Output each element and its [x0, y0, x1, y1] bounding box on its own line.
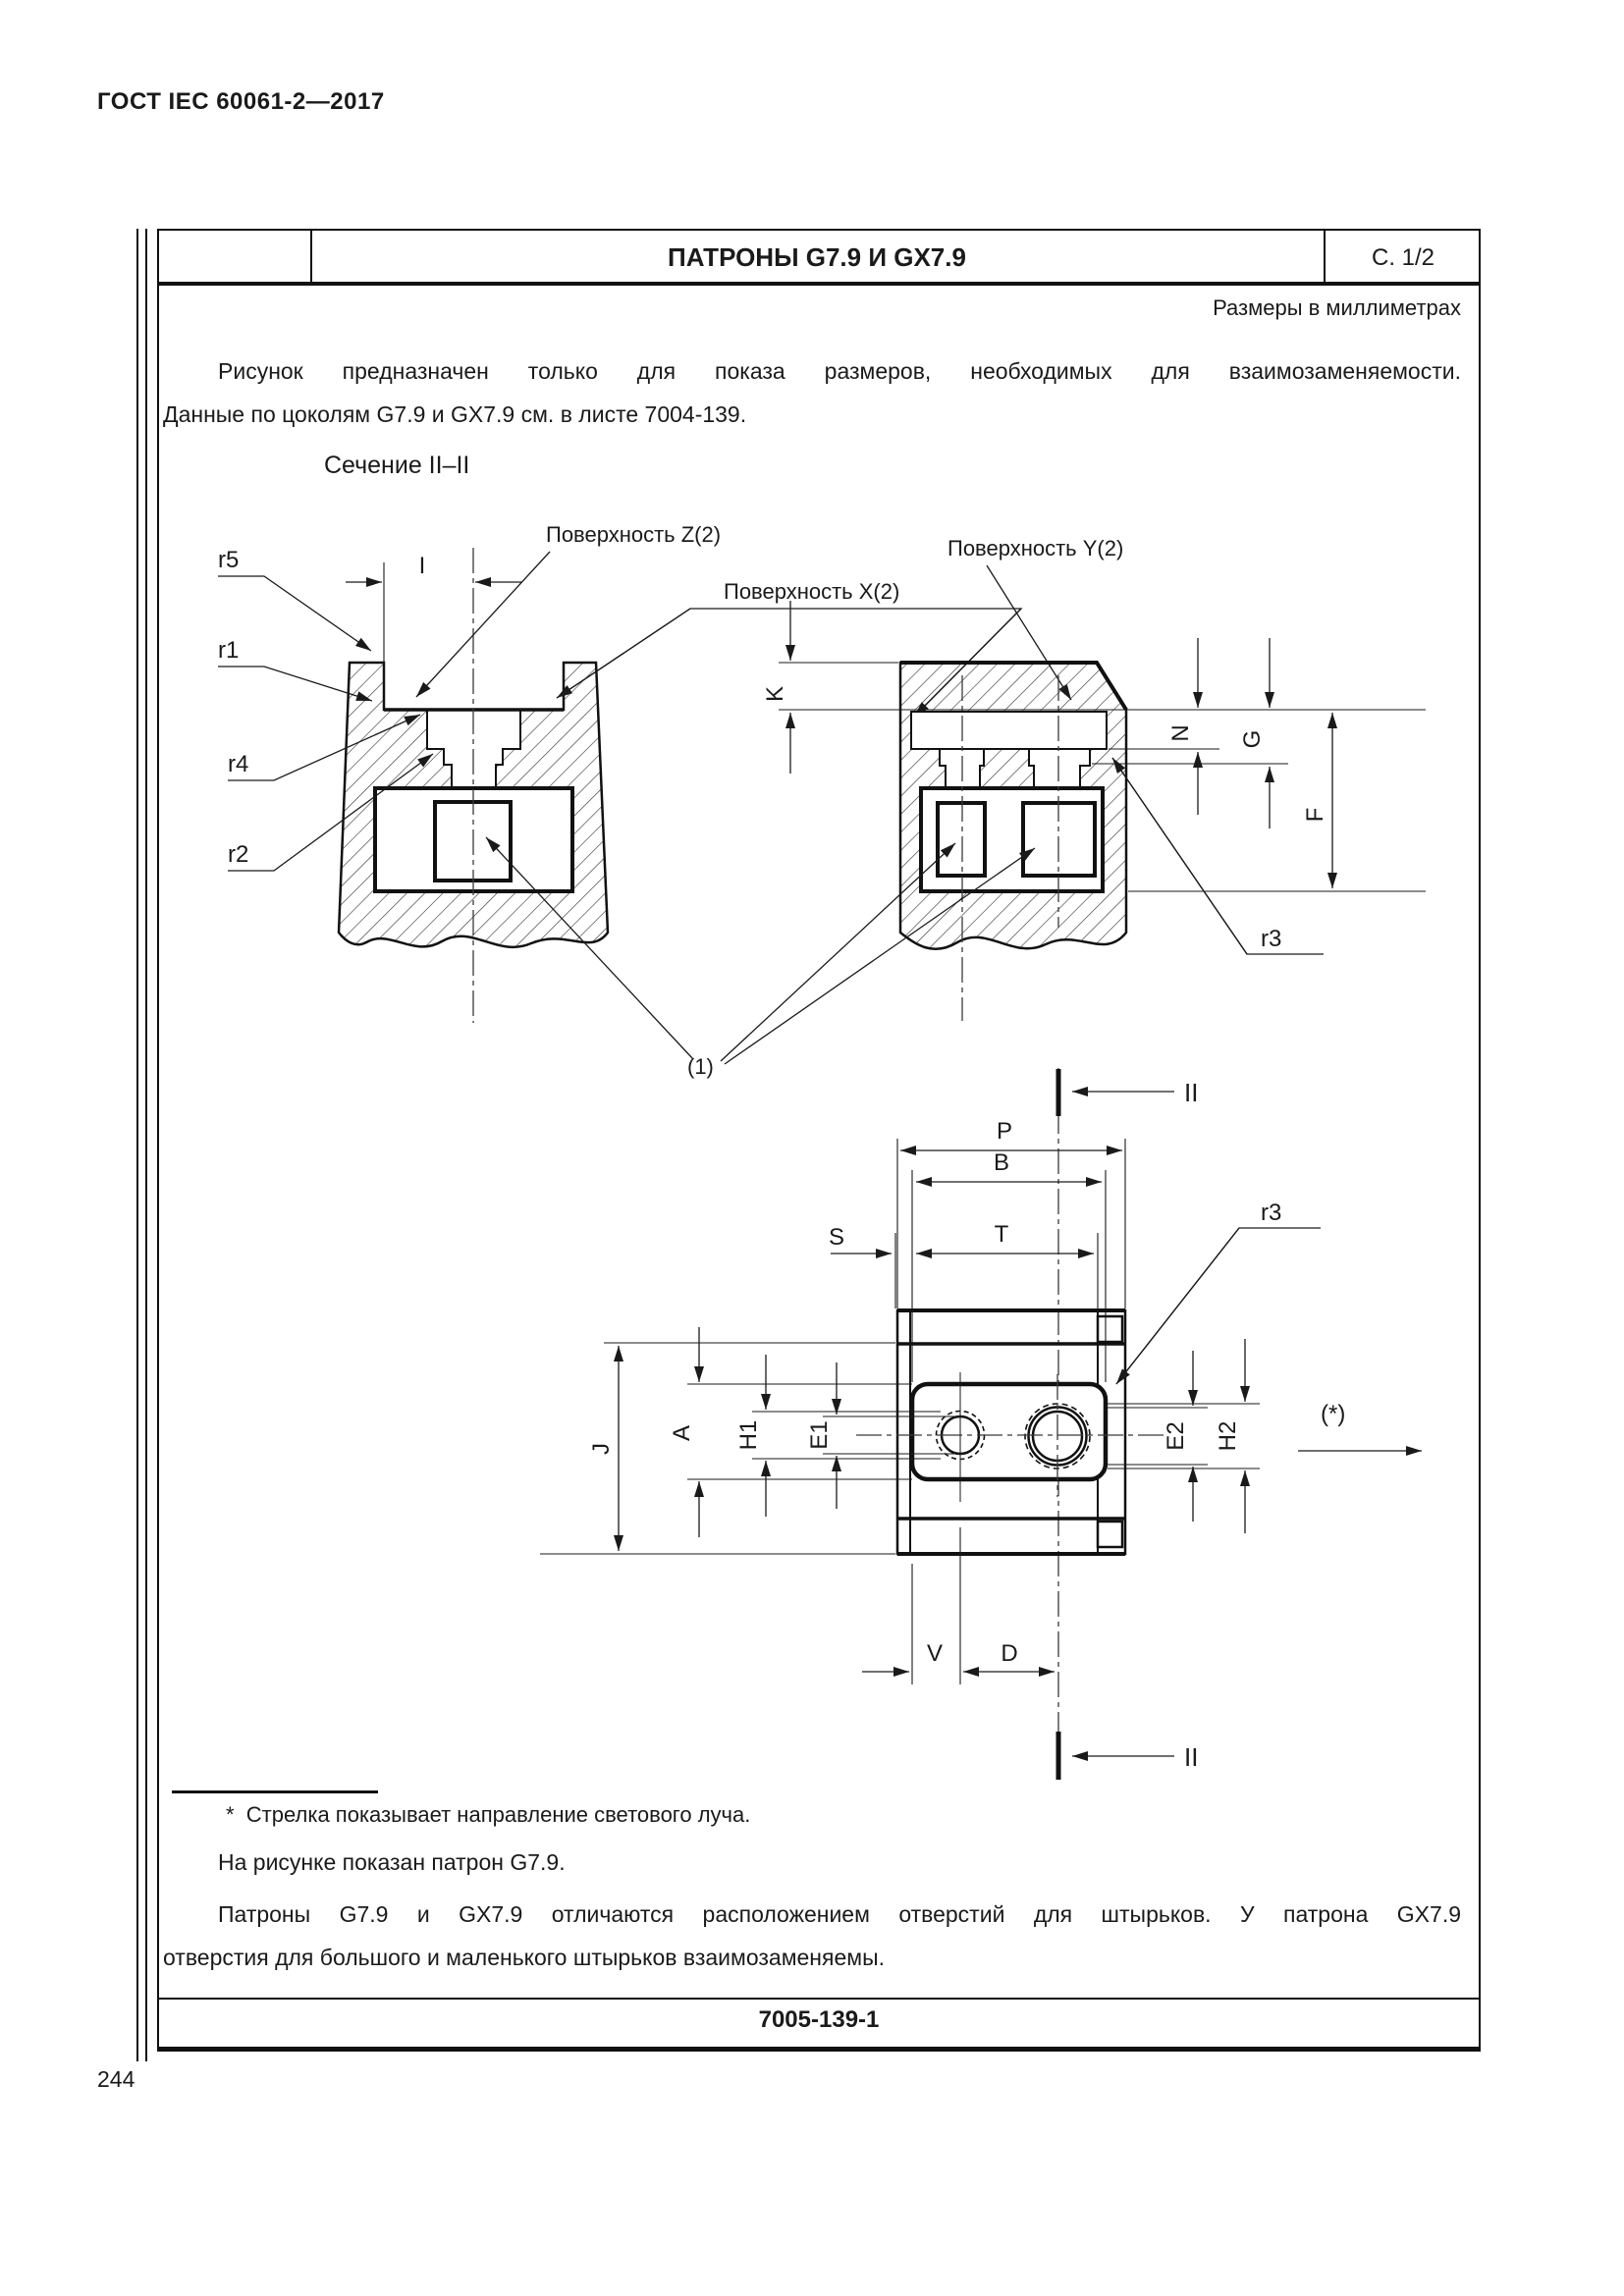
left-section-view [337, 548, 610, 1023]
dim-label-V: V [927, 1640, 943, 1667]
callout-contact-holes: (1) [485, 836, 1036, 1079]
dimension-H2: H2 [1108, 1339, 1260, 1533]
technical-drawing: I r5 r1 r4 r2 Поверхность Z(2) Поверхнос… [218, 522, 1426, 1781]
sheet-page-ref: С. 1/2 [1371, 244, 1435, 271]
document-header: ГОСТ IEC 60061-2—2017 [97, 88, 385, 115]
right-contact-hole-small [936, 801, 987, 878]
surface-label-z: Поверхность Z(2) [415, 522, 721, 698]
cut-label-bottom: II [1184, 1742, 1198, 1772]
dimension-E1: E1 [806, 1362, 964, 1509]
dimension-I: I [346, 553, 522, 684]
dimension-J: J [540, 1342, 895, 1555]
plan-view [856, 1139, 1164, 1556]
header-divider-right [1324, 229, 1326, 286]
dim-label-T: T [995, 1221, 1009, 1248]
units-note: Размеры в миллиметрах [1213, 295, 1461, 320]
svg-text:r3: r3 [1261, 926, 1281, 952]
section-cut-marker-top: II [1056, 1069, 1198, 1116]
svg-text:Поверхность Z(2): Поверхность Z(2) [546, 522, 721, 547]
plan-tab-top [1096, 1314, 1124, 1344]
svg-text:r2: r2 [228, 841, 248, 868]
dimension-S: S [829, 1224, 892, 1258]
intro-line-1: Рисунок предназначен только для показа р… [218, 358, 1461, 384]
dim-label-K: K [762, 686, 788, 702]
right-section-view [898, 661, 1128, 1021]
beam-direction-label: (*) [1321, 1401, 1345, 1427]
page-number: 244 [97, 2066, 135, 2092]
footnote-marker: * [226, 1802, 235, 1827]
right-recess [910, 711, 1108, 750]
dimension-F: F [1128, 713, 1426, 892]
beam-direction-arrow: (*) [1298, 1401, 1422, 1456]
plan-tab-bottom [1096, 1520, 1124, 1549]
footnote-text: Стрелка показывает направление светового… [245, 1802, 751, 1827]
dimension-A: A [669, 1327, 912, 1537]
dimension-N: N [1109, 638, 1219, 815]
footnote: * Стрелка показывает направление светово… [226, 1802, 750, 1828]
dim-label-I: I [419, 553, 426, 579]
sheet-title: ПАТРОНЫ G7.9 И GX7.9 [668, 242, 966, 272]
dimension-V: V [862, 1527, 961, 1684]
dim-label-J: J [588, 1443, 615, 1455]
surface-label-y: Поверхность Y(2) [947, 536, 1123, 701]
dim-label-S: S [829, 1224, 844, 1251]
dim-label-N: N [1167, 724, 1194, 741]
header-divider-left [310, 229, 312, 286]
header-row [157, 229, 1481, 286]
right-top-surface [900, 661, 1128, 712]
dim-label-H1: H1 [735, 1420, 762, 1451]
sheet-frame [157, 229, 1481, 2052]
section-cut-marker-bottom: II [1056, 1732, 1198, 1780]
dimension-B: B [916, 1149, 1102, 1187]
dim-label-E1: E1 [806, 1420, 833, 1449]
footer-divider [159, 1998, 1479, 2000]
intro-paragraph: Рисунок предназначен только для показа р… [163, 349, 1461, 436]
note-difference: Патроны G7.9 и GX7.9 отличаются располож… [163, 1893, 1461, 1979]
dimension-E2: E2 [1108, 1351, 1208, 1522]
dim-label-D: D [1001, 1640, 1017, 1667]
dimension-K: K [762, 601, 1426, 774]
dim-label-P: P [997, 1118, 1012, 1145]
svg-text:Поверхность X(2): Поверхность X(2) [724, 579, 899, 604]
dim-label-A: A [669, 1425, 695, 1441]
radius-label-r2: r2 [228, 753, 434, 872]
cut-label-top: II [1184, 1078, 1198, 1107]
dimension-D: D [963, 1640, 1055, 1677]
svg-text:r5: r5 [218, 547, 239, 573]
dimension-H1: H1 [735, 1355, 941, 1517]
note-shown-holder: На рисунке показан патрон G7.9. [218, 1849, 566, 1875]
dim-label-H2: H2 [1215, 1421, 1241, 1452]
sheet-number: 7005-139-1 [758, 2006, 880, 2033]
svg-text:r4: r4 [228, 751, 248, 777]
radius-label-r3-section: r3 [1111, 757, 1324, 955]
dimension-T: T [916, 1221, 1094, 1258]
svg-text:r3: r3 [1261, 1200, 1281, 1226]
note-difference-line-1: Патроны G7.9 и GX7.9 отличаются располож… [218, 1901, 1461, 1927]
sheet-frame-double-line [136, 229, 147, 2061]
radius-label-r3-plan: r3 [1115, 1200, 1321, 1385]
dim-label-B: B [994, 1149, 1009, 1176]
dimension-P: P [900, 1118, 1122, 1155]
dim-label-F: F [1302, 808, 1328, 823]
radius-label-r4: r4 [228, 714, 421, 781]
intro-line-2: Данные по цоколям G7.9 и GX7.9 см. в лис… [163, 401, 747, 427]
svg-text:r1: r1 [218, 637, 239, 664]
dim-label-G: G [1239, 730, 1266, 749]
section-view-label: Сечение II–II [324, 452, 470, 479]
right-pin-hole-large [1028, 748, 1091, 789]
note-difference-line-2: отверстия для большого и маленького штыр… [163, 1945, 885, 1970]
radius-label-r1: r1 [218, 637, 373, 702]
footnote-rule [172, 1790, 378, 1793]
svg-text:Поверхность Y(2): Поверхность Y(2) [947, 536, 1123, 561]
dim-label-E2: E2 [1163, 1421, 1189, 1450]
radius-label-r5: r5 [218, 547, 372, 652]
